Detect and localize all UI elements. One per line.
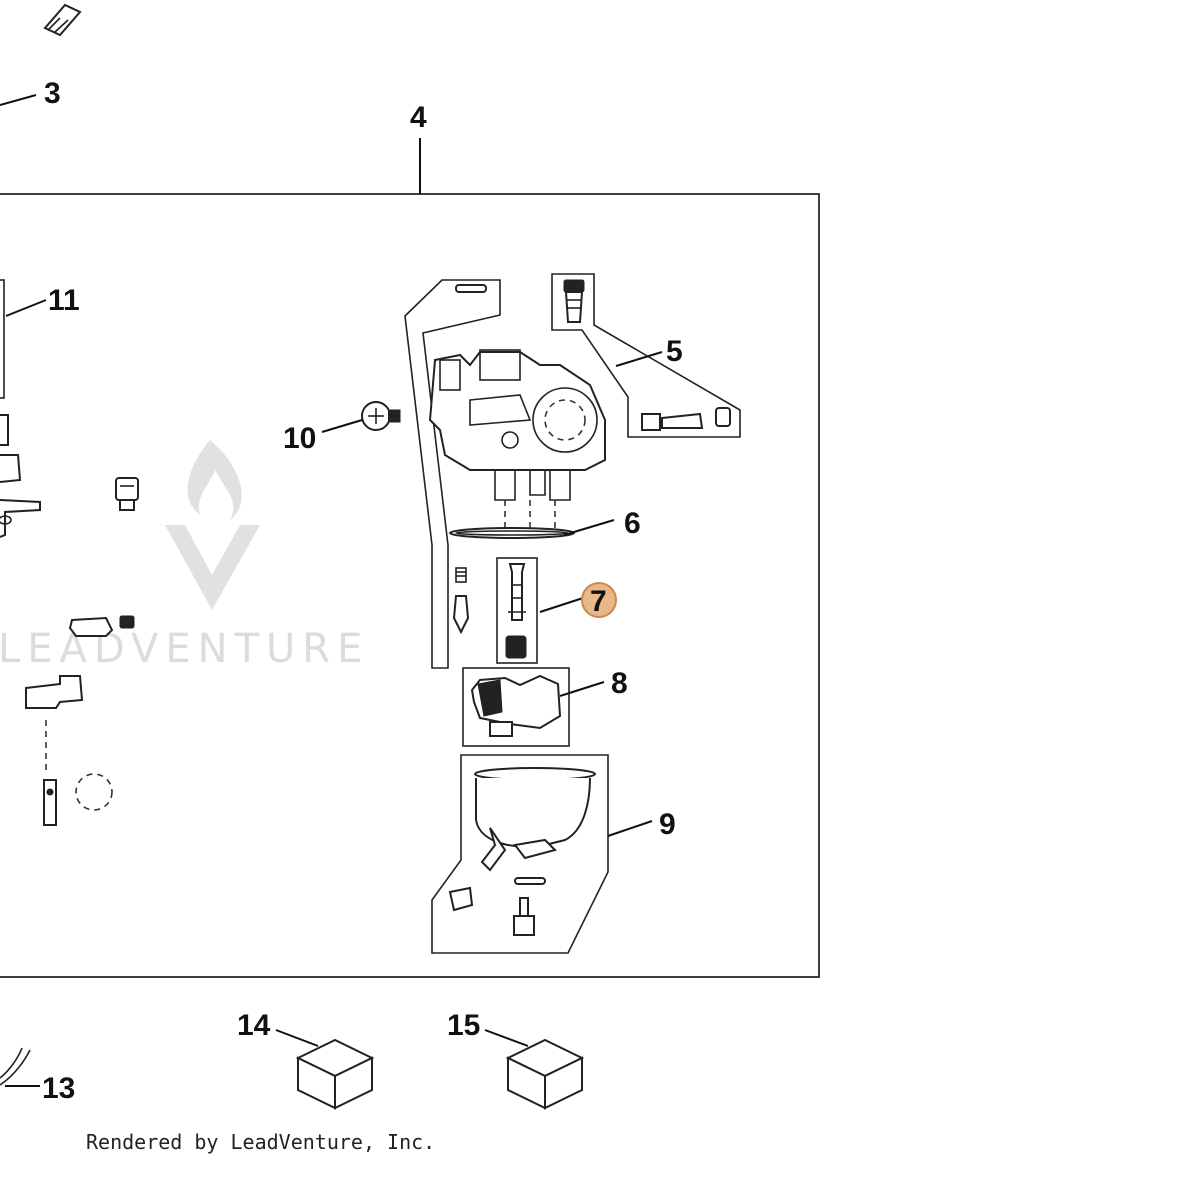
- part-9-float-bowl[interactable]: [448, 767, 596, 936]
- part-11-outline[interactable]: [0, 279, 5, 399]
- part-left-clip[interactable]: [68, 615, 135, 637]
- callout-3[interactable]: 3: [44, 77, 61, 110]
- rendered-by-credit: Rendered by LeadVenture, Inc.: [86, 1130, 435, 1154]
- callout-6-leader: [563, 519, 615, 536]
- part-14-kit-box[interactable]: [295, 1038, 375, 1110]
- callout-15[interactable]: 15: [447, 1009, 480, 1042]
- callout-8-leader: [559, 681, 605, 697]
- callout-5-leader: [615, 351, 663, 367]
- callout-15-leader: [484, 1029, 529, 1047]
- part-15-kit-box[interactable]: [505, 1038, 585, 1110]
- part-8-frame: [462, 667, 570, 747]
- part-top-left-screw[interactable]: [43, 3, 82, 37]
- callout-7[interactable]: 7: [590, 585, 607, 618]
- part-5-frame: [551, 273, 741, 438]
- part-left-small-fitting[interactable]: [115, 477, 139, 511]
- callout-11[interactable]: 11: [48, 284, 80, 317]
- carburetor-body-frame: [404, 279, 501, 669]
- part-13-hose[interactable]: [0, 1047, 31, 1086]
- part-9-frame: [431, 754, 609, 954]
- callout-7-highlight[interactable]: 7: [581, 582, 617, 618]
- part-7-main-jet[interactable]: [505, 563, 527, 659]
- part-6-gasket[interactable]: [449, 527, 575, 539]
- watermark-text: LEADVENTURE: [0, 626, 369, 672]
- part-carburetor-body[interactable]: [428, 284, 606, 530]
- carburetor-assembly-frame: [0, 193, 820, 978]
- callout-13[interactable]: 13: [42, 1072, 75, 1105]
- callout-11-leader: [5, 299, 47, 317]
- callout-10-leader: [321, 419, 363, 433]
- part-left-choke-lever[interactable]: [25, 675, 113, 826]
- callout-9[interactable]: 9: [659, 808, 676, 841]
- callout-14-leader: [275, 1029, 319, 1047]
- part-float-needle[interactable]: [452, 567, 470, 635]
- callout-14[interactable]: 14: [237, 1009, 271, 1042]
- callout-7-leader: [539, 597, 584, 613]
- leadventure-watermark-logo: [165, 440, 260, 610]
- part-8-float[interactable]: [470, 674, 562, 737]
- part-left-linkage[interactable]: [0, 414, 41, 538]
- callout-9-leader: [607, 820, 653, 837]
- callout-10[interactable]: 10: [283, 422, 316, 455]
- part-7-frame: [496, 557, 538, 664]
- callout-5[interactable]: 5: [666, 335, 683, 368]
- callout-6[interactable]: 6: [624, 507, 641, 540]
- part-5-pilot-screw[interactable]: [563, 279, 731, 431]
- part-10-screw[interactable]: [361, 401, 401, 431]
- callout-3-leader: [0, 94, 37, 106]
- callout-4[interactable]: 4: [410, 101, 427, 134]
- callout-8[interactable]: 8: [611, 667, 628, 700]
